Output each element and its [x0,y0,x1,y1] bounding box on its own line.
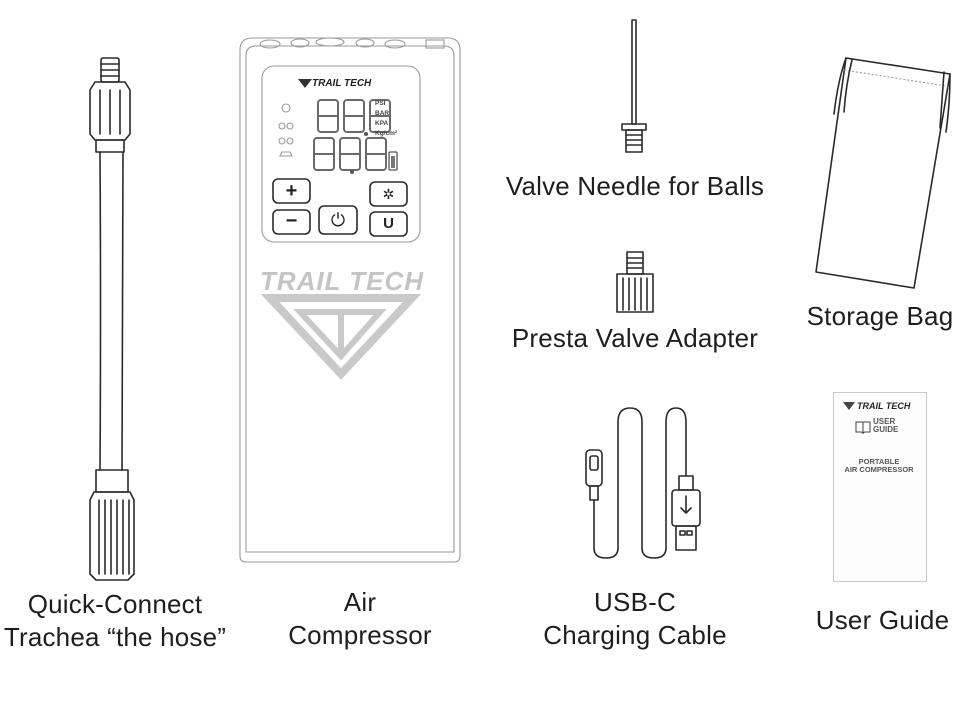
minus-button[interactable]: − [285,210,298,232]
guide-title: USER GUIDE [873,418,898,434]
digit-segments [313,99,391,171]
light-icon: ✲ [382,186,395,202]
plus-button[interactable]: + [285,180,298,202]
bag-illustration [800,40,960,300]
needle-caption: Valve Needle for Balls [505,171,765,201]
guide-caption: User Guide [815,605,950,635]
hose-caption: Quick-Connect Trachea “the hose” [0,588,230,654]
compressor-brand: TRAIL TECH [312,78,372,89]
guide-brand-logo-icon [843,402,855,410]
hose-drawing [89,57,135,581]
guide-subtitle-line1: PORTABLE [858,457,900,466]
power-button[interactable]: ⏻ [319,206,357,234]
compressor-caption-line1: Air [343,587,377,617]
compressor-caption: Air Compressor [255,586,465,652]
guide-booklet: TRAIL TECH USER GUIDE PORTABLE AIR COMPR… [833,392,927,582]
adapter-illustration [600,248,670,318]
brand-logo-icon [298,79,312,88]
light-button[interactable]: ✲ [370,182,407,206]
unit-kpa: KPA [375,120,389,127]
cable-caption: USB-C Charging Cable [530,586,740,652]
needle-illustration [600,16,670,156]
hose-illustration [0,0,240,600]
cable-drawing [585,407,701,559]
unit-kgcm: Kg/cm² [375,130,398,137]
unit-bar: BAR [375,110,390,117]
hose-caption-line1: Quick-Connect [27,589,203,619]
cable-caption-line2: Charging Cable [543,620,727,650]
unit-button[interactable]: U [383,215,394,232]
needle-drawing [621,19,647,153]
book-icon [855,421,871,435]
guide-subtitle-line2: AIR COMPRESSOR [844,465,914,474]
guide-title-line1: USER [873,417,896,426]
adapter-caption: Presta Valve Adapter [511,323,759,353]
cable-caption-line1: USB-C [594,587,676,617]
guide-title-line2: GUIDE [873,425,899,434]
guide-cover [833,392,927,582]
bag-drawing [815,57,951,289]
unit-psi: PSI [375,100,386,107]
hose-caption-line2: Trachea “the hose” [3,622,227,652]
unit-list: PSI BAR KPA Kg/cm² [375,99,397,139]
compressor-body [239,37,461,563]
adapter-drawing [616,251,654,313]
guide-subtitle: PORTABLE AIR COMPRESSOR [833,458,925,474]
guide-brand: TRAIL TECH [857,401,911,411]
compressor-caption-line2: Compressor [288,620,432,650]
power-icon: ⏻ [330,210,346,230]
compressor-big-logo-text: TRAIL TECH [260,266,425,296]
compressor-illustration: TRAIL TECH PSI BAR KPA Kg/cm² + − ✲ ⏻ U … [230,30,470,570]
cable-illustration [570,400,710,570]
bag-caption: Storage Bag [806,301,954,331]
